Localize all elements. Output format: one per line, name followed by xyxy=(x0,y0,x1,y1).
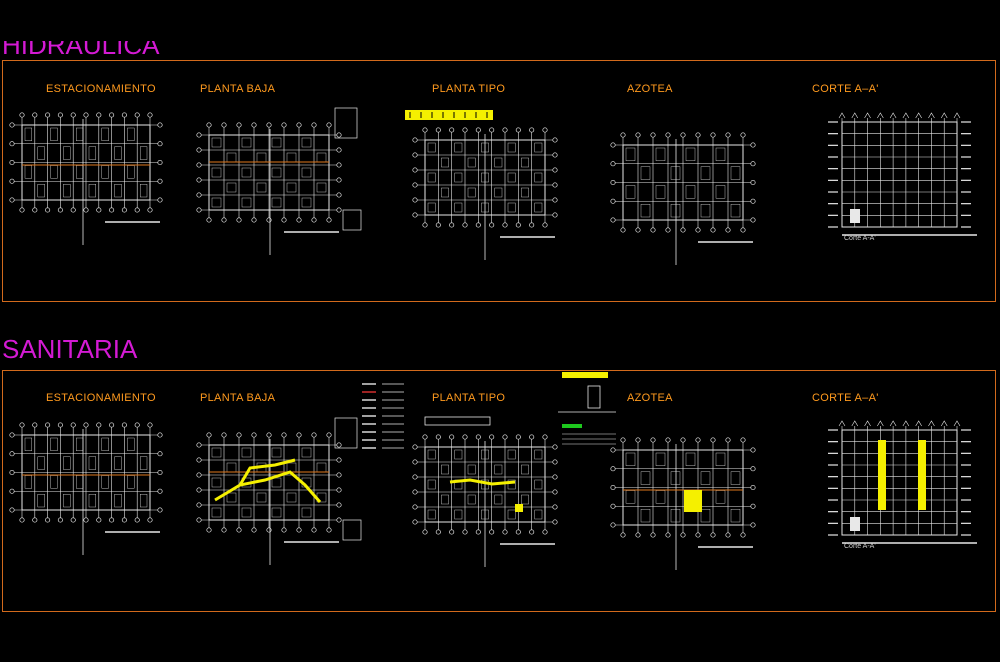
view-label-planta-tipo: PLANTA TIPO xyxy=(432,392,506,404)
drawing-frame-sanitaria[interactable] xyxy=(2,370,996,612)
detail-block-sanitaria xyxy=(558,372,616,445)
floorplan-estacionamiento-hidraulica xyxy=(9,112,163,245)
view-label-corte: CORTE A–A' xyxy=(812,83,879,95)
floorplan-planta-tipo-hidraulica xyxy=(405,110,558,260)
corte-caption-hidraulica: Corte A-A' xyxy=(844,235,876,242)
section-title-hidraulica: HIDRAULICA xyxy=(2,30,160,60)
view-label-planta-baja: PLANTA BAJA xyxy=(200,83,276,95)
view-label-corte: CORTE A–A' xyxy=(812,392,879,404)
corte-caption-sanitaria: Corte A-A' xyxy=(844,543,876,550)
view-label-estacionamiento: ESTACIONAMIENTO xyxy=(46,392,156,404)
view-label-azotea: AZOTEA xyxy=(627,83,673,95)
drawing-frame-hidraulica[interactable] xyxy=(2,60,996,302)
view-label-azotea: AZOTEA xyxy=(627,392,673,404)
floorplan-planta-baja-sanitaria xyxy=(196,417,362,565)
section-corte-sanitaria xyxy=(828,420,977,544)
view-label-planta-tipo: PLANTA TIPO xyxy=(432,83,506,95)
legend-block-sanitaria xyxy=(362,383,404,449)
floorplan-planta-baja-hidraulica xyxy=(196,107,362,255)
view-label-planta-baja: PLANTA BAJA xyxy=(200,392,276,404)
section-title-sanitaria: SANITARIA xyxy=(2,334,138,364)
floorplan-estacionamiento-sanitaria xyxy=(9,422,163,555)
floorplan-azotea-hidraulica xyxy=(610,132,756,265)
view-label-estacionamiento: ESTACIONAMIENTO xyxy=(46,83,156,95)
floorplan-planta-tipo-sanitaria xyxy=(412,416,558,567)
section-corte-hidraulica xyxy=(828,112,977,236)
floorplan-azotea-sanitaria xyxy=(610,437,756,570)
